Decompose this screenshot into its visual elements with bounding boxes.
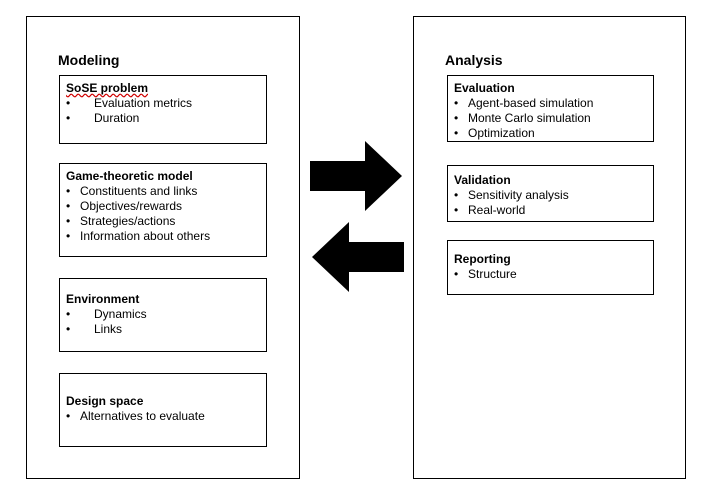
validation-box: Validation Sensitivity analysis Real-wor… [447, 165, 654, 222]
list-item: Constituents and links [66, 184, 260, 199]
environment-title: Environment [66, 292, 140, 306]
list-item: Real-world [454, 203, 647, 218]
list-item: Links [66, 322, 260, 337]
environment-box: Environment Dynamics Links [59, 278, 267, 352]
left-arrow-icon [312, 222, 404, 292]
modeling-title: Modeling [58, 52, 120, 68]
evaluation-box: Evaluation Agent-based simulation Monte … [447, 75, 654, 142]
list-item: Monte Carlo simulation [454, 111, 647, 126]
list-item: Dynamics [66, 307, 260, 322]
list-item: Duration [66, 111, 260, 126]
list-item: Objectives/rewards [66, 199, 260, 214]
validation-title: Validation [454, 173, 511, 187]
game-theoretic-model-title: Game-theoretic model [66, 169, 193, 183]
modeling-panel: Modeling SoSE problem Evaluation metrics… [26, 16, 300, 479]
sose-problem-box: SoSE problem Evaluation metrics Duration [59, 75, 267, 144]
game-theoretic-model-box: Game-theoretic model Constituents and li… [59, 163, 267, 257]
reporting-box: Reporting Structure [447, 240, 654, 295]
reporting-title: Reporting [454, 252, 511, 266]
design-space-box: Design space Alternatives to evaluate [59, 373, 267, 447]
list-item: Agent-based simulation [454, 96, 647, 111]
right-arrow-icon [310, 141, 402, 211]
list-item: Information about others [66, 229, 260, 244]
analysis-panel: Analysis Evaluation Agent-based simulati… [413, 16, 686, 479]
list-item: Alternatives to evaluate [66, 409, 260, 424]
list-item: Structure [454, 267, 647, 282]
list-item: Optimization [454, 126, 647, 141]
list-item: Strategies/actions [66, 214, 260, 229]
list-item: Sensitivity analysis [454, 188, 647, 203]
analysis-title: Analysis [445, 52, 503, 68]
list-item: Evaluation metrics [66, 96, 260, 111]
evaluation-title: Evaluation [454, 81, 515, 95]
sose-problem-title: SoSE problem [66, 81, 149, 95]
design-space-title: Design space [66, 394, 144, 408]
